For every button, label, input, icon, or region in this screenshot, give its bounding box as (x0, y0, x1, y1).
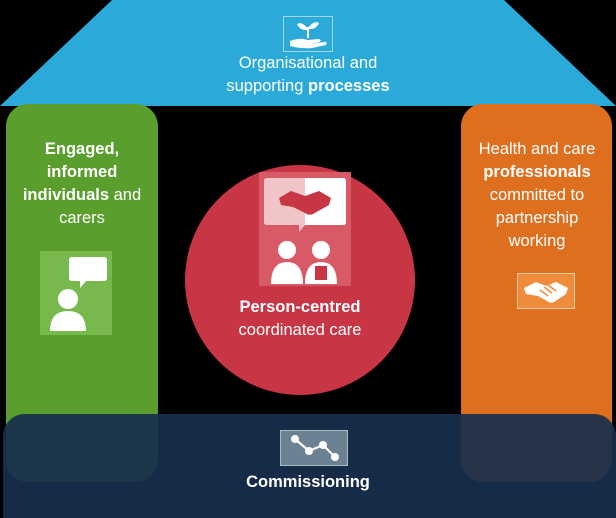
right-line-3: committed to (489, 186, 585, 204)
roof-line-2-bold: processes (308, 77, 390, 95)
right-line-1: Health and care (478, 140, 596, 158)
center-label: Person-centred coordinated care (200, 296, 400, 342)
left-line-2: informed (46, 163, 118, 181)
right-pillar-label: Health and care professionals committed … (464, 138, 610, 253)
right-line-5: working (508, 232, 566, 250)
handshake-people-icon (259, 172, 351, 286)
right-line-2: professionals (483, 163, 591, 181)
hand-plant-icon (283, 16, 333, 52)
roof-line-2-prefix: supporting (226, 77, 304, 95)
roof-line-1: Organisational and (238, 54, 378, 72)
left-line-3-bold: individuals (22, 186, 110, 204)
roof-label: Organisational and supporting processes (150, 52, 466, 98)
left-line-1: Engaged, (44, 140, 120, 158)
network-icon (280, 430, 348, 466)
center-line-1: Person-centred (239, 298, 361, 316)
handshake-icon (517, 273, 575, 309)
commissioning-label: Commissioning (246, 473, 370, 491)
right-line-4: partnership (495, 209, 579, 227)
center-line-2: coordinated care (238, 321, 362, 339)
roof-line-2: supporting processes (150, 75, 466, 98)
person-speech-icon (40, 251, 112, 335)
left-pillar-label: Engaged, informed individuals and carers (10, 138, 154, 230)
left-line-4: carers (59, 209, 105, 227)
roof-banner (0, 0, 616, 106)
left-line-3-rest: and (113, 186, 142, 204)
